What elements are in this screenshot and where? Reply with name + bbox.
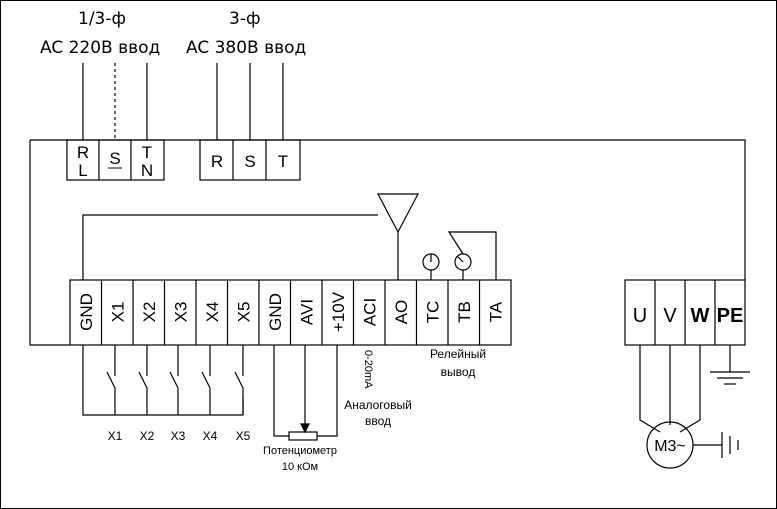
switch-label-5: X5 [236,429,251,443]
analog-input-label-2: ввод [365,414,391,428]
control-terminal-tb-12: TB [455,301,474,323]
switch-5-icon [234,345,244,415]
control-terminal-x4-4: X4 [203,302,222,323]
control-terminal-ao-10: AO [392,300,411,325]
terminal-1ph-3-top: T [142,143,152,162]
control-terminal-x1-1: X1 [108,302,127,323]
single-phase-title-1: 1/3-ф [78,9,126,29]
switch-3-icon [169,345,179,415]
control-terminal-x3-3: X3 [171,302,190,323]
output-terminal-u: U [633,305,647,327]
pot-wiper-arrow [300,423,310,434]
switch-label-2: X2 [140,429,155,443]
pot-wire-gnd [273,345,289,437]
output-terminal-pe: PE [717,305,744,327]
relay-output-label-1: Релейный [430,347,486,361]
control-terminal-tc-11: TC [423,301,442,324]
motor-label: M3~ [654,438,686,455]
terminal-1ph-3-bottom: N [141,161,153,180]
terminal-3ph-r: R [211,152,223,171]
switch-label-3: X3 [171,429,186,443]
terminal-1ph-1-top: R [77,143,89,162]
motor-wire-u [639,345,661,433]
switch-2-icon [138,345,148,415]
terminal-3ph-t: T [278,152,288,171]
ao-ground-wire [82,214,378,280]
terminal-1ph-2-top: S [109,149,120,168]
relay-output-label-2: вывод [441,365,476,379]
control-terminal-avi-7: AVI [297,299,316,325]
three-phase-title-1: 3-ф [229,9,261,29]
terminal-block-1ph [66,139,165,181]
control-terminal-x2-2: X2 [140,302,159,323]
motor-wire-w [679,345,701,433]
control-terminal-x5-5: X5 [234,302,253,323]
control-terminal-aci-9: ACI [360,298,379,326]
potentiometer-label-2: 10 кОм [282,461,318,473]
control-terminal-ta-13: TA [486,301,505,322]
switch-4-icon [201,345,211,415]
output-terminal-v: V [663,305,677,327]
potentiometer-icon [288,431,318,441]
terminal-3ph-s: S [244,152,255,171]
three-phase-title-2: AC 380В ввод [186,38,306,58]
terminal-1ph-1-bottom: L [78,161,87,180]
single-phase-title-2: AC 220В ввод [40,38,160,58]
control-terminal-gnd-0: GND [77,293,96,331]
control-terminal-10v-8: +10V [329,291,348,332]
switch-common-bus [82,345,244,416]
pot-wire-10v [317,345,338,437]
terminal-block-3ph [199,139,301,181]
amplifier-icon [377,193,419,234]
switch-1-icon [106,345,116,415]
switch-label-1: X1 [108,429,123,443]
aci-range-label: 0-20mA [362,350,374,389]
output-terminal-w: W [691,305,710,327]
control-terminal-gnd-6: GND [266,293,285,331]
switch-label-4: X4 [203,429,218,443]
relay-switch-arm [447,231,497,280]
analog-input-label-1: Аналоговый [344,398,412,412]
potentiometer-label-1: Потенциометр [263,445,337,457]
